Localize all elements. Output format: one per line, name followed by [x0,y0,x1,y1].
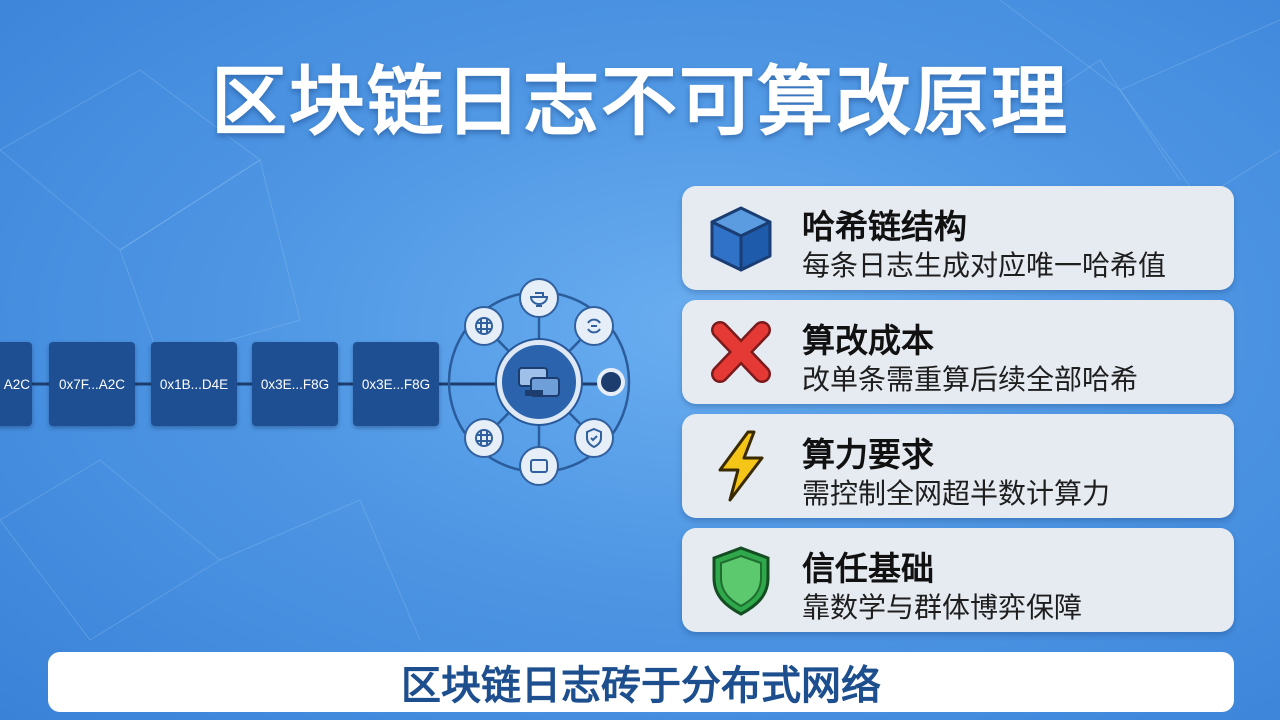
bottom-banner: 区块链日志砖于分布式网络 [48,652,1234,712]
cube-icon [710,206,772,272]
card-hash-chain: 哈希链结构 每条日志生成对应唯一哈希值 [682,186,1234,290]
bowl-icon [529,292,549,307]
hash-block: 0x7F...A2C [49,342,135,426]
grid-node [464,418,504,458]
green-shield-icon [712,546,770,616]
page-title: 区块链日志不可算改原理 [211,57,1069,146]
card-desc: 需控制全网超半数计算力 [802,477,1111,510]
card-tamper-cost: 算改成本 改单条需重算后续全部哈希 [682,300,1234,404]
lightning-icon [718,430,764,502]
card-title: 算改成本 [802,321,934,360]
grid-node [464,306,504,346]
bowl-node [519,278,559,318]
chain-endpoint [597,368,625,396]
screen-node [519,446,559,486]
grid-icon [475,429,493,447]
hash-block: 0x3E...F8G [353,342,439,426]
card-compute-power: 算力要求 需控制全网超半数计算力 [682,414,1234,518]
shield-check-icon [586,427,602,449]
card-desc: 靠数学与群体博弈保障 [802,591,1083,624]
card-trust-basis: 信任基础 靠数学与群体博弈保障 [682,528,1234,632]
card-title: 算力要求 [802,435,934,474]
grid-icon [475,317,493,335]
chat-icon [518,367,560,397]
loop-node [574,306,614,346]
card-desc: 改单条需重算后续全部哈希 [802,363,1139,396]
shield-node [574,418,614,458]
card-desc: 每条日志生成对应唯一哈希值 [802,249,1167,282]
card-title: 信任基础 [802,549,934,588]
hash-block: 0x3E...F8G [252,342,338,426]
red-x-icon [711,321,771,383]
network-hub [497,340,581,424]
screen-icon [530,459,548,473]
card-title: 哈希链结构 [802,207,967,246]
hash-block: 0x1B...D4E [151,342,237,426]
loop-icon [587,318,601,334]
hash-block: A2C [0,342,32,426]
